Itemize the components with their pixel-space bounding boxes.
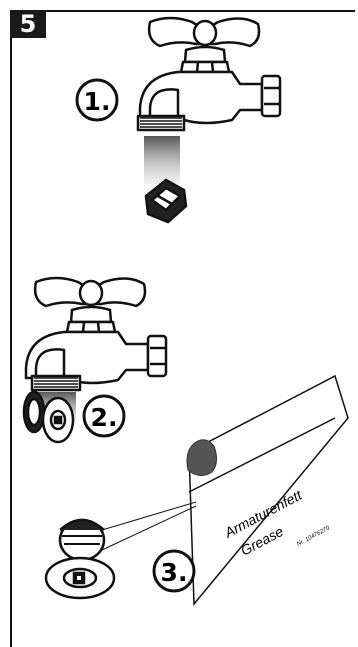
faucet-icon [138, 18, 280, 130]
step-2-label: 2. [91, 403, 118, 432]
grease-tube-icon [187, 376, 348, 604]
faucet-icon [26, 278, 166, 390]
grease-part-number: Nr. 10476270 [296, 525, 331, 548]
water-flow [144, 136, 180, 184]
aerator-icon [146, 180, 186, 222]
aerator-icon [46, 520, 114, 598]
step-1-label: 1. [84, 87, 111, 116]
step-3-label: 3. [161, 558, 188, 587]
leader-lines [102, 502, 196, 550]
